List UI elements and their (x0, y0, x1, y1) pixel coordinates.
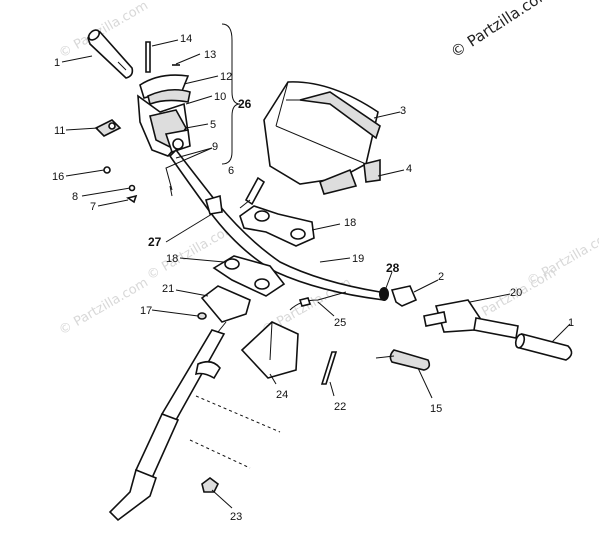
callout-24: 24 (276, 389, 288, 401)
callout-27: 27 (148, 235, 162, 249)
callout-13: 13 (204, 49, 216, 61)
cover-part (240, 321, 299, 379)
callout-6: 6 (228, 165, 234, 177)
lower-clamp-part (212, 255, 286, 297)
right-controls-part (375, 285, 573, 371)
callout-1: 1 (568, 317, 574, 329)
callout-19: 19 (352, 253, 364, 265)
callout-22: 22 (334, 401, 346, 413)
copyright-label: © Partzilla.com (447, 0, 554, 61)
bolt-part (239, 176, 266, 209)
upper-clamp-part (239, 205, 315, 247)
callout-16: 16 (52, 171, 64, 183)
switch-housing-part (137, 41, 191, 157)
ring-part (379, 287, 389, 301)
screw-part (320, 351, 338, 385)
callout-20: 20 (510, 287, 522, 299)
callout-26: 26 (238, 97, 252, 111)
callout-14: 14 (180, 33, 192, 45)
callout-5: 5 (210, 119, 216, 131)
callout-4: 4 (406, 163, 412, 175)
callout-21: 21 (162, 283, 174, 295)
callout-8: 8 (72, 191, 78, 203)
clamp-part (94, 119, 122, 137)
callout-17: 17 (140, 305, 152, 317)
callout-11: 11 (54, 125, 65, 137)
grip-left-part (87, 29, 134, 79)
callout-7: 7 (90, 201, 96, 213)
washer-part (197, 312, 207, 320)
nut-part (201, 477, 220, 493)
steering-post-part (108, 285, 281, 522)
headlight-pod-part (263, 81, 381, 195)
leader-lines (61, 39, 571, 509)
callout-labels: 1 14 13 12 10 26 11 5 9 16 8 7 6 3 4 18 … (52, 33, 574, 523)
callout-3: 3 (400, 105, 406, 117)
hardware-small (103, 166, 173, 204)
callout-15: 15 (430, 403, 442, 415)
callout-10: 10 (214, 91, 226, 103)
wire-part (289, 291, 347, 311)
callout-18: 18 (344, 217, 356, 229)
callout-12: 12 (220, 71, 232, 83)
callout-18: 18 (166, 253, 178, 265)
callout-2: 2 (438, 271, 444, 283)
callout-9: 9 (212, 141, 218, 153)
callout-28: 28 (386, 261, 400, 275)
group-bracket (221, 23, 241, 165)
callout-23: 23 (230, 511, 242, 523)
callout-1: 1 (54, 57, 60, 69)
callout-25: 25 (334, 317, 346, 329)
watermark: © Partzilla.com (525, 226, 599, 289)
watermark: © Partzilla.com (57, 275, 151, 338)
